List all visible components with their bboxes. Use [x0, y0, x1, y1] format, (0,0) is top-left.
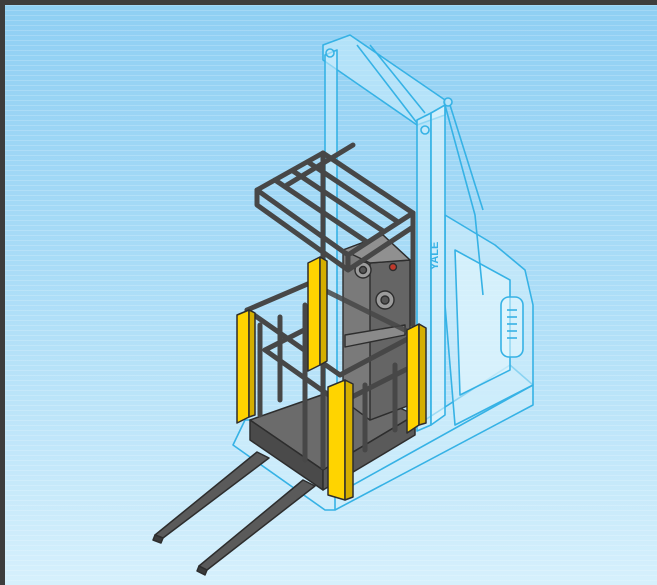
- illustration-panel: YALE: [5, 5, 657, 585]
- yellow-side-guards: [236, 256, 427, 501]
- operator-column: [342, 234, 411, 421]
- safety-cage: [244, 142, 418, 470]
- forks: [152, 451, 316, 576]
- forklift-illustration: YALE: [152, 34, 534, 576]
- mast: [322, 34, 484, 432]
- mast-logo: YALE: [429, 242, 441, 270]
